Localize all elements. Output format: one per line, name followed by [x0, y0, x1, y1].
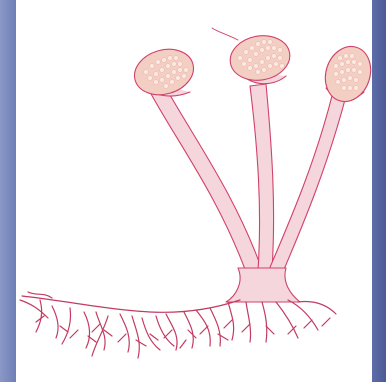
sporangium-right — [318, 41, 377, 108]
stalk-left — [150, 88, 262, 272]
stalk-base — [226, 268, 300, 302]
apical-hypha — [212, 28, 238, 40]
stalk-right — [268, 92, 346, 274]
stalk-middle — [250, 84, 274, 270]
stolon — [22, 296, 240, 312]
